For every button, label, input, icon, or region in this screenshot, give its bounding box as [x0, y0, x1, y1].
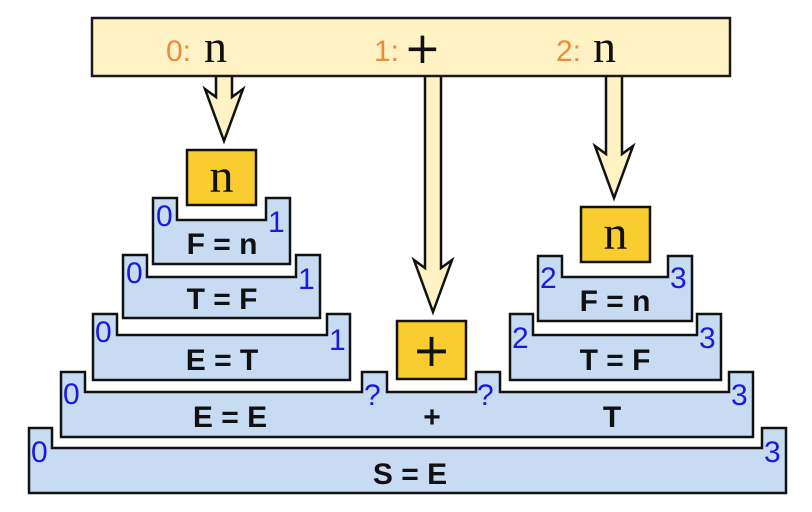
token-0: 0: n: [166, 21, 227, 72]
rule-label-e-t: E = T: [186, 344, 259, 377]
position-end: 1: [268, 206, 285, 239]
rule-box-e-e-plus-t: [59, 370, 755, 439]
terminal-n-2: n: [579, 205, 652, 264]
token-1: 1: +: [374, 23, 441, 74]
position-unknown: ?: [364, 379, 381, 412]
token-2: 2: n: [556, 21, 616, 72]
position-end: 3: [764, 436, 781, 469]
terminal-n-0: n: [185, 148, 258, 207]
terminal-box: [579, 205, 652, 264]
position-start: 2: [540, 262, 557, 295]
rule-box-s-e: [27, 426, 788, 495]
arrow-token-0: [202, 68, 246, 145]
token-index-label: 2:: [556, 35, 581, 68]
position-start: 0: [95, 316, 112, 349]
position-unknown: ?: [477, 379, 494, 412]
position-end: 3: [699, 322, 716, 355]
token-index-label: 0:: [166, 35, 191, 68]
rule-label-t-f-right: T = F: [580, 344, 651, 377]
rule-box-t-f-right: [508, 312, 723, 382]
rule-label-f-n-left: F = n: [187, 228, 258, 261]
token-text: +: [404, 23, 441, 74]
terminal-text: n: [210, 150, 234, 203]
arrows-layer: [202, 68, 636, 316]
terminal-text: n: [604, 207, 628, 260]
rule-label-f-n-right: F = n: [580, 285, 651, 318]
rule-label-t-f-left: T = F: [187, 283, 258, 316]
terminal-plus-1: +: [395, 319, 468, 381]
terminal-box: [395, 319, 468, 381]
rule-label-plus: +: [423, 401, 441, 434]
rule-box-f-n-right: [536, 254, 694, 323]
rule-label-t: T: [603, 401, 621, 434]
token-text: n: [593, 21, 616, 72]
terminal-text: +: [412, 323, 451, 377]
rule-label-s-e: S = E: [373, 458, 447, 491]
arrow-token-2: [592, 68, 636, 202]
position-start: 0: [156, 200, 173, 233]
token-index-label: 1:: [374, 35, 399, 68]
position-end: 3: [670, 262, 687, 295]
token-text: n: [204, 21, 227, 72]
position-start: 0: [126, 257, 143, 290]
rules-layer: [27, 196, 788, 495]
position-end: 1: [298, 263, 315, 296]
position-start: 0: [63, 378, 80, 411]
rule-label-e-e: E = E: [193, 401, 267, 434]
rule-labels-layer: F = n 0 1 T = F 0 1 E = T 0 1 F = n 2 3 …: [31, 200, 781, 491]
terminal-box: [185, 148, 258, 207]
position-end: 3: [731, 379, 748, 412]
rule-box-t-f-left: [121, 253, 322, 320]
arrow-token-1: [411, 68, 455, 316]
position-end: 1: [329, 324, 346, 357]
position-start: 2: [512, 322, 529, 355]
rule-box-f-n-left: [151, 196, 292, 266]
position-start: 0: [31, 436, 48, 469]
rule-box-e-t: [91, 312, 352, 382]
input-token-bar: [90, 16, 732, 78]
